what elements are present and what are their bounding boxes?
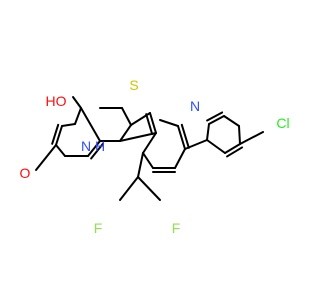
bond-22	[206, 139, 226, 154]
thiophene-s-label: S	[129, 77, 138, 93]
bond-19	[177, 125, 186, 150]
bond-7	[80, 107, 101, 142]
pyridine-n-label: N	[190, 98, 200, 114]
bond-6	[87, 140, 101, 157]
bond-25	[223, 115, 240, 127]
bond-18	[174, 148, 186, 169]
bond-28	[239, 131, 264, 145]
bond-31	[137, 176, 161, 201]
hydroxyl-label: HO	[46, 93, 67, 109]
double-bond-1	[90, 142, 105, 160]
double-bond-0	[51, 123, 60, 145]
carbonyl-o-label: O	[20, 165, 31, 181]
double-bond-6	[206, 111, 224, 122]
bond-30	[119, 176, 139, 201]
bond-15	[142, 132, 157, 154]
bond-4	[55, 144, 66, 157]
bond-0	[72, 96, 82, 109]
bond-27	[206, 123, 210, 141]
bond-2	[61, 123, 76, 127]
chloro-label: Cl	[276, 115, 289, 131]
fluoro-label-1: F	[94, 220, 103, 236]
bond-10	[121, 107, 132, 126]
bond-14	[119, 132, 157, 142]
bond-32	[35, 144, 57, 171]
bond-16	[142, 152, 154, 169]
bond-9	[119, 124, 132, 142]
double-bond-5	[226, 146, 244, 158]
bond-layer	[35, 96, 264, 201]
bond-13	[149, 112, 157, 134]
bond-1	[74, 107, 82, 125]
bond-26	[208, 115, 225, 125]
bond-29	[137, 152, 144, 178]
double-bond-2	[145, 113, 154, 136]
bond-23	[224, 143, 241, 154]
bond-20	[159, 119, 179, 127]
fluoro-label-2: F	[172, 220, 181, 236]
molecule-canvas: HO N H N S O Cl F F	[19, 77, 290, 236]
ring-nh-label: N H	[81, 138, 105, 154]
double-bond-4	[180, 123, 190, 149]
bond-3	[55, 125, 63, 146]
bond-24	[238, 125, 241, 145]
